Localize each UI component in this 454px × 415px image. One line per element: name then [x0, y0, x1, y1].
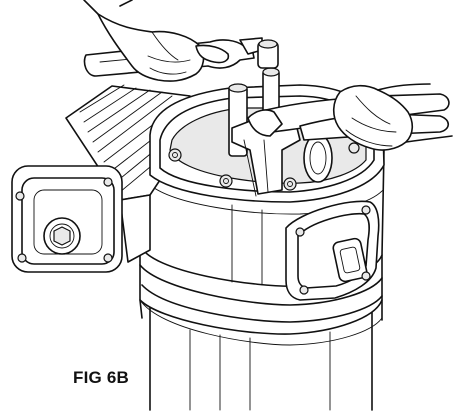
hand-with-wrench-icon: [83, 0, 279, 82]
hex-socket-icon: [43, 217, 81, 255]
figure-label: FIG 6B: [73, 368, 129, 387]
hand-with-wrench-icon: [247, 83, 453, 151]
side-control-box: [285, 200, 380, 301]
lower-column: [149, 299, 373, 411]
collar-bands: [139, 239, 383, 346]
